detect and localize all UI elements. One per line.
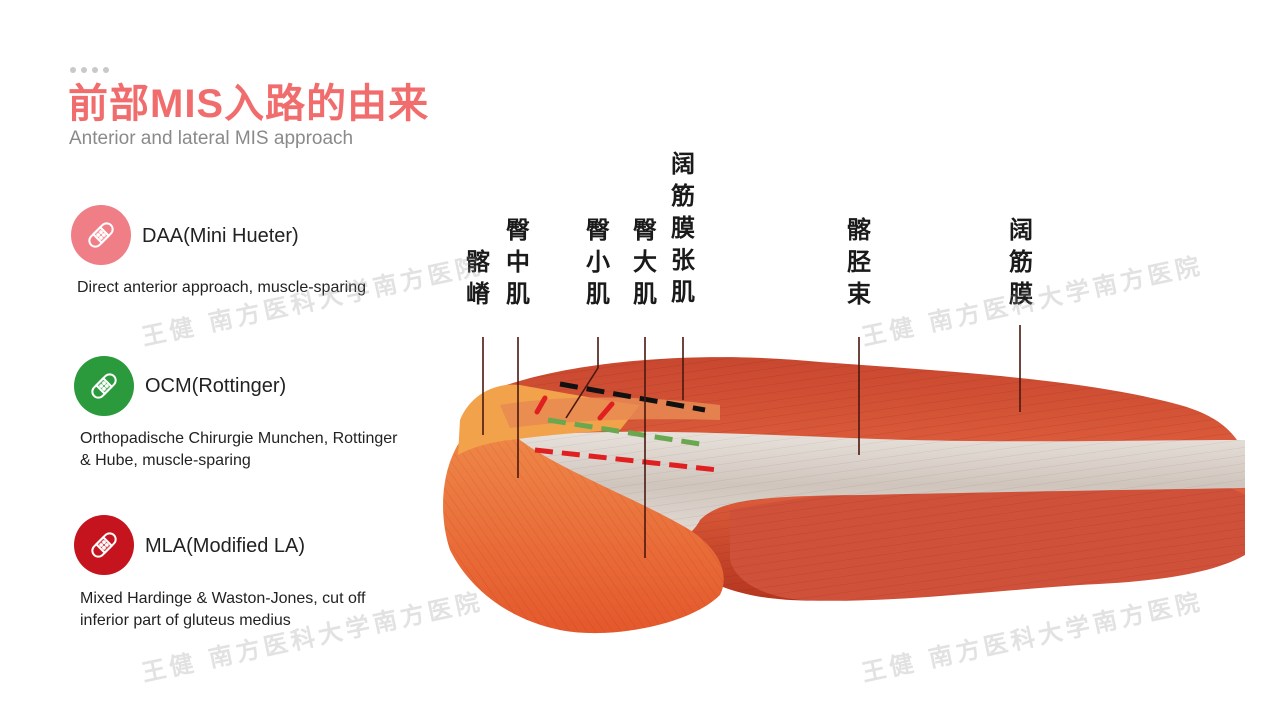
label-iliotibial-tract: 髂胫束 — [847, 215, 871, 308]
label-gluteus-minimus: 臀小肌 — [586, 215, 610, 308]
label-gluteus-maximus: 臀大肌 — [633, 215, 657, 308]
bandage-icon — [74, 356, 134, 416]
label-tensor-fasciae-latae: 阔筋膜张肌 — [671, 149, 695, 306]
page-title: 前部MIS入路的由来 — [68, 82, 430, 126]
decor-dots — [70, 67, 109, 73]
approach-name-ocm: OCM(Rottinger) — [145, 375, 287, 397]
dot — [92, 67, 98, 73]
incision-mark-red — [597, 401, 615, 421]
dot — [103, 67, 109, 73]
incision-mark-red — [534, 395, 548, 415]
approach-name-daa: DAA(Mini Hueter) — [142, 225, 299, 247]
incision-line-red — [534, 447, 719, 473]
approach-desc-ocm: Orthopadische Chirurgie Munchen, Rotting… — [80, 430, 398, 469]
label-gluteus-medius: 臀中肌 — [506, 215, 530, 308]
label-fascia-lata: 阔筋膜 — [1009, 215, 1033, 308]
bandage-icon — [74, 515, 134, 575]
bandage-icon — [71, 205, 131, 265]
label-leader-lines — [482, 325, 1021, 558]
label-iliac-crest: 髂嵴 — [466, 247, 490, 308]
incision-line-black — [559, 381, 706, 413]
approach-desc-mla: Mixed Hardinge & Waston-Jones, cut off i… — [80, 590, 366, 629]
approach-name-mla: MLA(Modified LA) — [145, 535, 306, 557]
dot — [70, 67, 76, 73]
approach-desc-daa: Direct anterior approach, muscle-sparing — [77, 279, 367, 296]
page-subtitle: Anterior and lateral MIS approach — [69, 128, 354, 149]
dot — [81, 67, 87, 73]
